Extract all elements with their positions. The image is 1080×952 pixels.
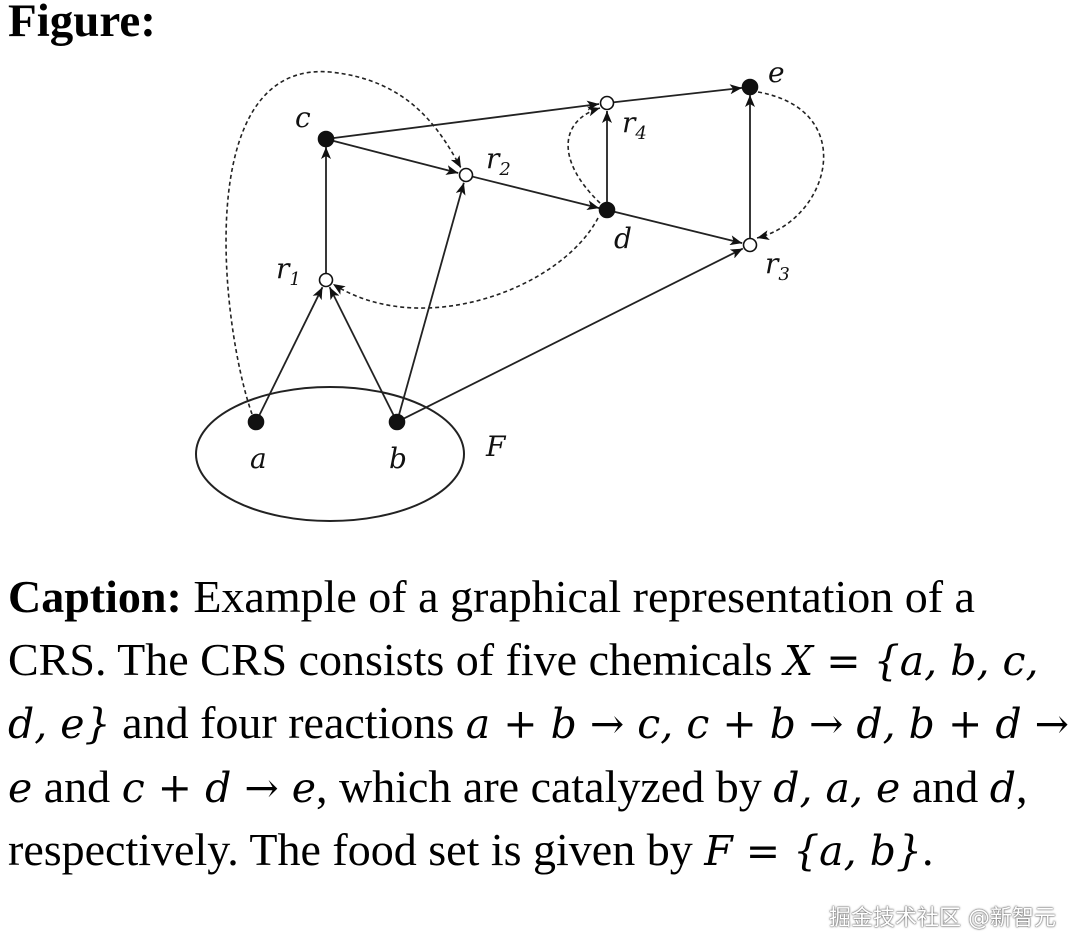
- reaction-edge-d-r3: [613, 210, 743, 246]
- reaction-edge-b-r1: [328, 286, 395, 417]
- node-label-c: c: [295, 101, 311, 134]
- reaction-edge-b-r3: [402, 247, 744, 420]
- node-label-r3: r3: [765, 247, 790, 285]
- catalysis-edge-d-r1: [332, 217, 599, 309]
- node-label-r1: r1: [276, 252, 301, 290]
- caption-lead: Caption:: [8, 571, 182, 622]
- chemical-node-e: [741, 78, 759, 96]
- reaction-edge-c-r2: [332, 139, 459, 175]
- catalysis-edge-a-r2: [225, 71, 462, 415]
- caption-text: , respectively. The food set is given by: [8, 760, 1028, 876]
- caption-text: and: [900, 760, 990, 812]
- reaction-node-r4: [599, 95, 615, 111]
- caption-text: and: [32, 760, 122, 812]
- catalysis-edge-d-r4: [567, 106, 601, 204]
- food-set-label: F: [485, 430, 507, 463]
- reaction-edge-c-r4: [332, 100, 600, 140]
- reaction-edge-b-r2: [398, 182, 466, 416]
- caption-math-reactions: a + b → c, c + b → d, b + d → e: [8, 700, 1069, 812]
- node-label-r4: r4: [622, 106, 647, 144]
- crs-diagram: a b c d e r1 r2 r3 r4 F: [195, 56, 825, 522]
- caption-text: , which are catalyzed by: [316, 760, 774, 812]
- caption-text: and four reactions: [110, 697, 466, 748]
- reaction-node-r1: [318, 272, 334, 288]
- caption-math-reaction-four: c + d → e: [121, 763, 316, 812]
- chemical-node-a: [247, 413, 265, 431]
- caption-text: .: [922, 824, 934, 875]
- caption-math-catalyst-last: d: [989, 763, 1016, 812]
- food-set-ellipse: [195, 386, 465, 522]
- reaction-node-r3: [742, 237, 758, 253]
- reaction-edge-r4-e: [613, 84, 743, 104]
- caption-math-food-set: F = {a, b}: [704, 827, 923, 875]
- chemical-node-c: [317, 130, 335, 148]
- catalysis-edge-e-r3: [756, 91, 825, 240]
- node-label-r2: r2: [486, 142, 511, 180]
- node-label-e: e: [768, 56, 785, 89]
- caption-math-catalysts: d, a, e: [773, 763, 901, 812]
- chemical-node-b: [388, 413, 406, 431]
- reaction-edge-r2-d: [472, 175, 600, 211]
- node-label-d: d: [614, 222, 632, 255]
- caption-text: Example of a graphical representation of…: [8, 571, 975, 685]
- caption-math-chemicals: X = {a, b, c, d, e}: [8, 636, 1039, 749]
- reaction-node-r2: [458, 167, 474, 183]
- node-label-b: b: [389, 442, 407, 475]
- figure-heading: Figure:: [8, 0, 156, 47]
- caption: Caption: Example of a graphical represen…: [8, 566, 1076, 883]
- reaction-edge-a-r1: [258, 286, 324, 417]
- node-label-a: a: [250, 442, 267, 475]
- chemical-node-d: [598, 201, 616, 219]
- watermark: 掘金技术社区 @新智元: [829, 906, 1056, 931]
